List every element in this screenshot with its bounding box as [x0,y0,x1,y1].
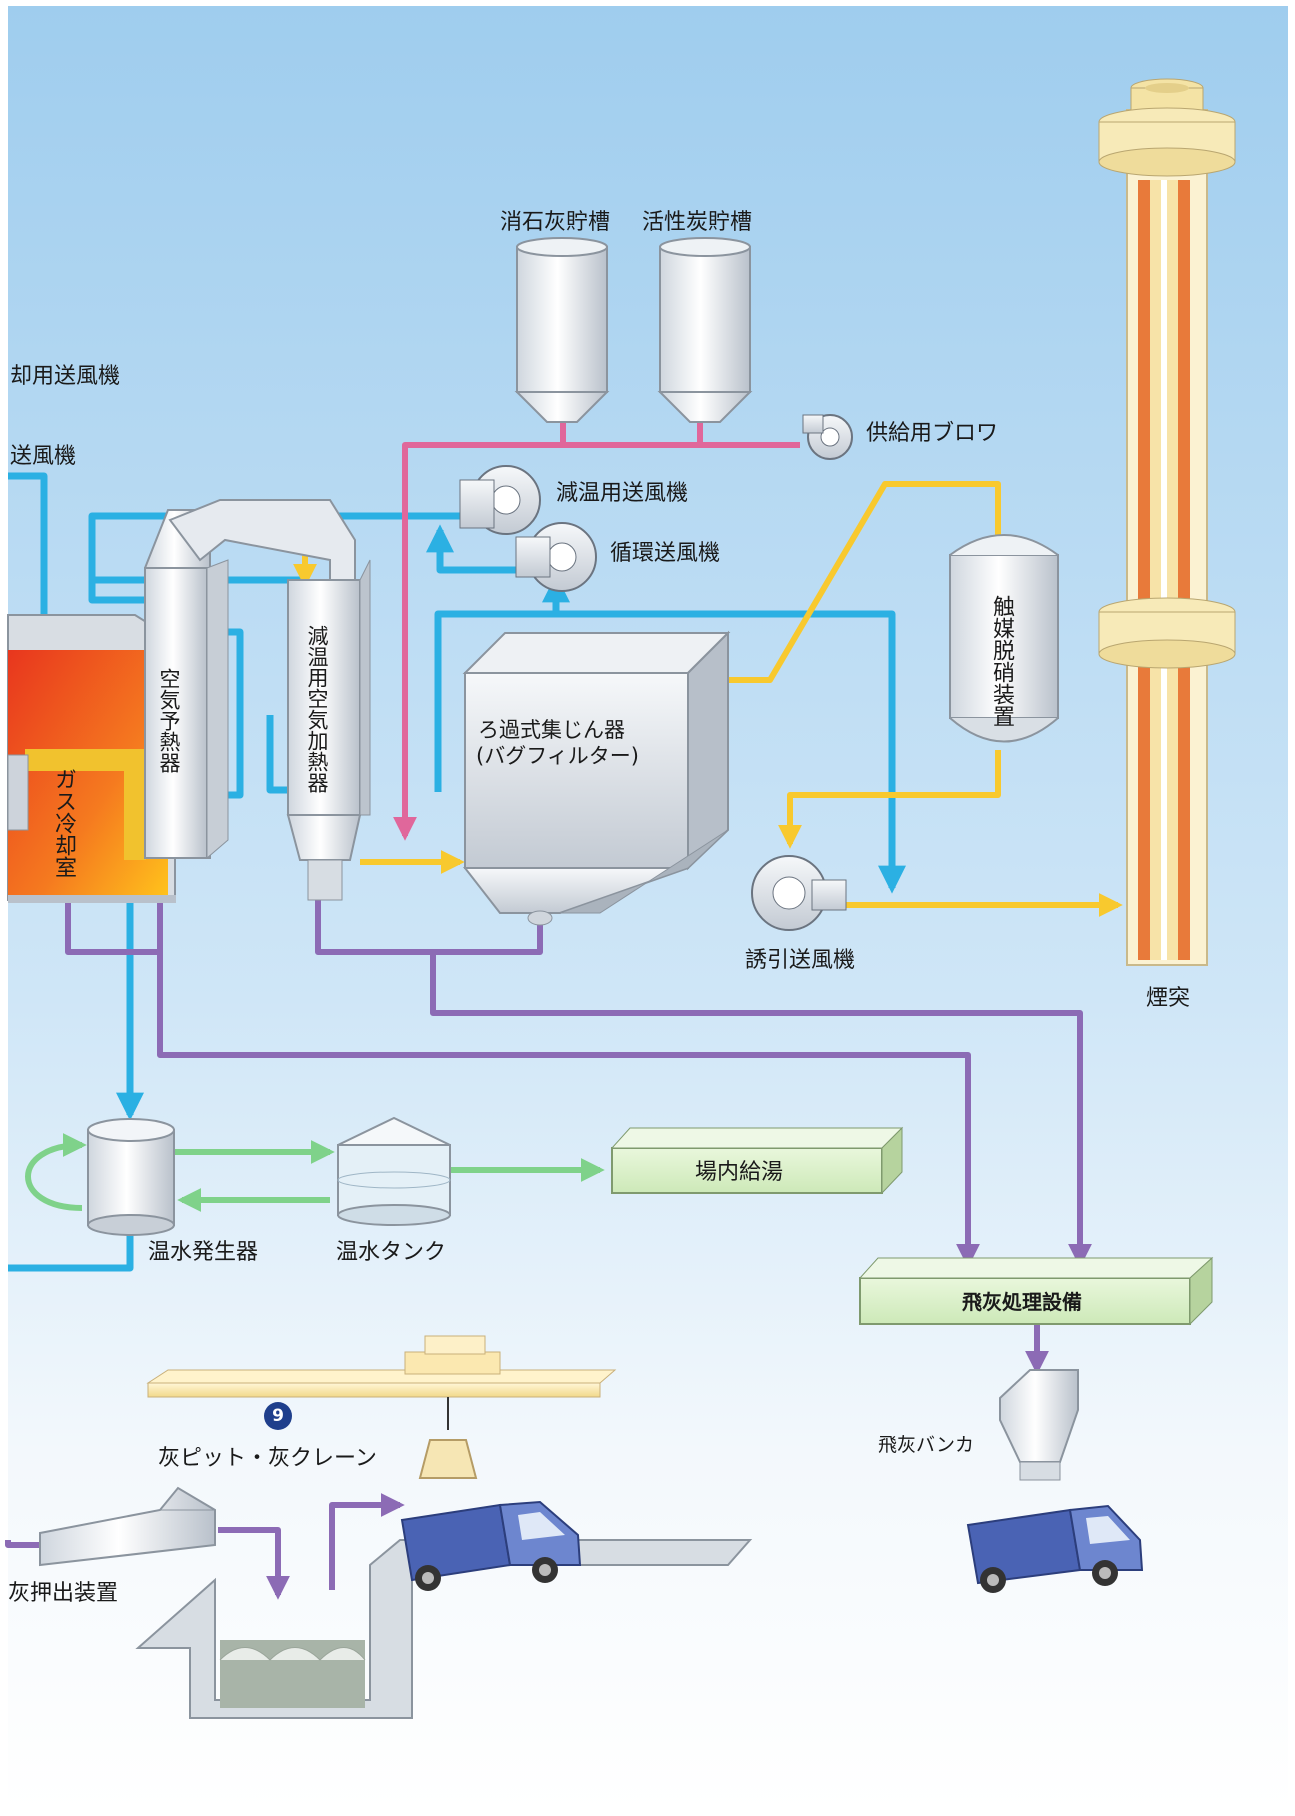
onsite-hot-water-label: 場内給湯 [695,1160,784,1185]
denox-label: 触媒脱硝装置 [989,595,1014,727]
bag-filter [462,630,731,926]
fly-ash-bunker [999,1369,1079,1481]
chimney [1098,78,1236,966]
ash-pusher-label: 灰押出装置 [8,1581,119,1606]
carbon-silo [657,237,753,423]
ash-pit [135,1539,753,1719]
onsite-hot-water-box [610,1126,904,1195]
truck-icon [966,1504,1144,1593]
bag-filter-label: ろ過式集じん器 [478,718,625,742]
fan-label: 送風機 [10,444,77,469]
denox-unit [949,534,1059,743]
lime-silo [514,237,610,423]
fly-ash-treatment-label: 飛灰処理設備 [962,1290,1082,1314]
cooling-blower-icon [459,465,541,535]
step-number-badge: 9 [264,1402,292,1430]
cooling-blower-label: 減温用送風機 [556,481,689,506]
stack-label-html: 煙突 [1146,986,1191,1011]
hot-water-tank [337,1116,451,1226]
ash-pusher [39,1486,216,1567]
lime-tank-label: 消石灰貯槽 [500,210,611,235]
cooling-air-heater [286,559,371,901]
fly-ash-bunker-label: 飛灰バンカ [878,1434,974,1456]
recirc-blower-label: 循環送風機 [610,541,721,566]
ash-crane [146,1335,617,1479]
carbon-tank-label: 活性炭貯槽 [642,210,753,235]
truck-icon [400,1500,582,1591]
water-lines [25,1133,605,1212]
chemical-lines [393,418,800,841]
cooling-air-heater-label: 減温用空気加熱器 [305,625,329,793]
induced-fan-icon [751,855,847,931]
induced-fan-label: 誘引送風機 [745,948,856,973]
air-preheater [144,499,356,860]
hot-water-generator [87,1118,175,1236]
bag-filter-sublabel: (バグフィルター) [476,744,639,768]
gas-cooling-chamber [7,614,176,903]
hot-water-gen-label: 温水発生器 [148,1240,259,1265]
hot-water-tank-label: 温水タンク [336,1240,447,1265]
cooling-fan-label: 却用送風機 [10,364,121,389]
supply-blower-label: 供給用ブロワ [866,421,999,446]
supply-blower-icon [802,414,853,460]
air-preheater-label: 空気予熱器 [157,668,181,773]
gas-cooler-label: ガス冷却室 [51,768,76,878]
ash-lines [5,900,1092,1600]
recirc-blower-icon [515,522,597,592]
ash-pit-crane-label: 灰ピット・灰クレーン [158,1446,377,1471]
fly-ash-treatment-box [858,1256,1214,1326]
